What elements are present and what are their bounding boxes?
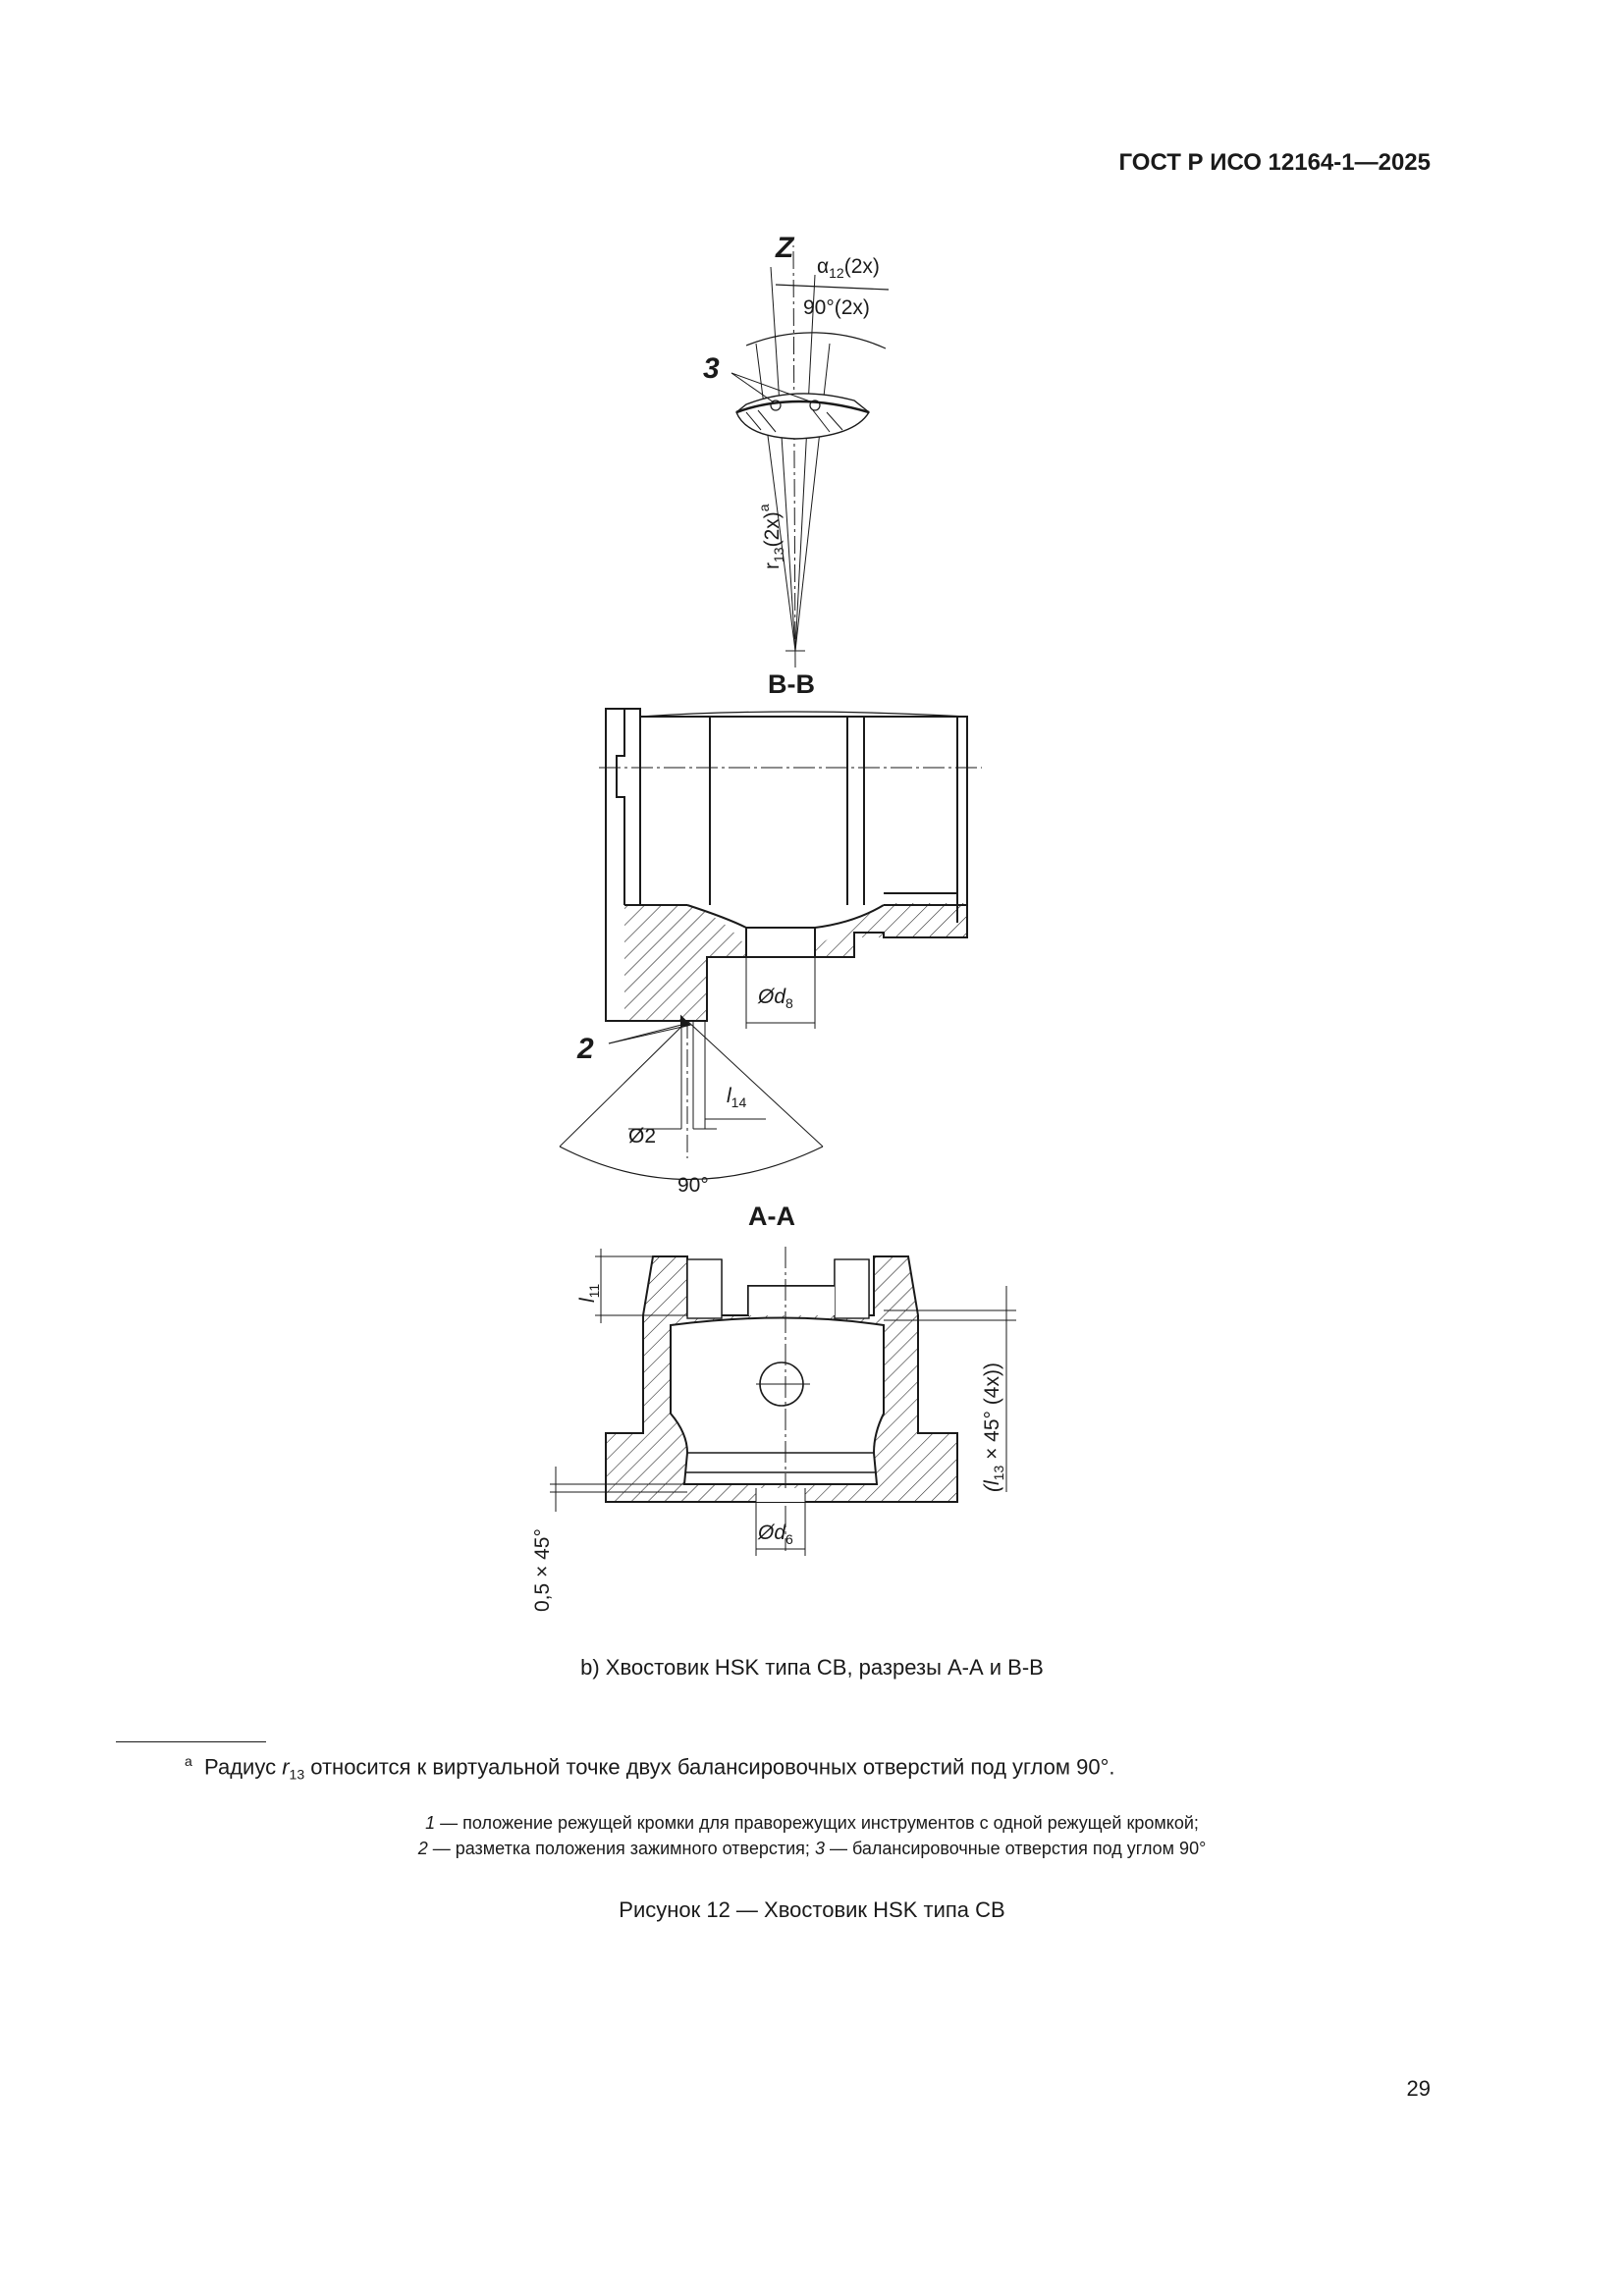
section-bb-label: B-B (768, 669, 815, 699)
callout-3: 3 (703, 352, 720, 385)
legend-line-2: 2 — разметка положения зажимного отверст… (417, 1839, 1207, 1858)
technical-drawing: Z α12(2x) 90°(2x) 3 r13(2x)a B-B (531, 232, 1016, 1612)
section-aa-drawing (550, 1247, 1016, 1556)
label-l14: l14 (727, 1085, 746, 1110)
figure-subcaption: b) Хвостовик HSK типа CB, разрезы А-А и … (580, 1655, 1044, 1680)
page-number: 29 (1406, 2076, 1431, 2101)
section-bb-drawing (559, 708, 982, 1181)
label-r13: r13(2x)a (756, 504, 786, 569)
section-aa-label: A-A (748, 1201, 795, 1231)
label-d8: Ød8 (757, 986, 793, 1011)
label-l11: l11 (576, 1284, 602, 1303)
figure-title: Рисунок 12 — Хвостовик HSK типа CB (619, 1897, 1005, 1922)
label-angle-90: 90° (677, 1174, 709, 1197)
label-alpha12: α12(2x) (817, 255, 880, 281)
label-dia2: Ø2 (628, 1125, 656, 1148)
callout-2: 2 (576, 1033, 594, 1065)
label-z: Z (775, 232, 795, 264)
legend-line-1: 1 — положение режущей кромки для праворе… (425, 1813, 1199, 1833)
detail-z (731, 244, 890, 668)
label-l13-chamfer: (l13 × 45° (4x)) (981, 1362, 1006, 1492)
footnote: a Радиус r13 относится к виртуальной точ… (185, 1753, 1115, 1783)
label-chamfer: 0,5 × 45° (531, 1528, 554, 1612)
label-angle-90-2x: 90°(2x) (803, 296, 870, 319)
footnote-divider (116, 1741, 266, 1742)
document-number-header: ГОСТ Р ИСО 12164-1—2025 (1118, 149, 1431, 176)
label-d6: Ød6 (757, 1522, 793, 1547)
